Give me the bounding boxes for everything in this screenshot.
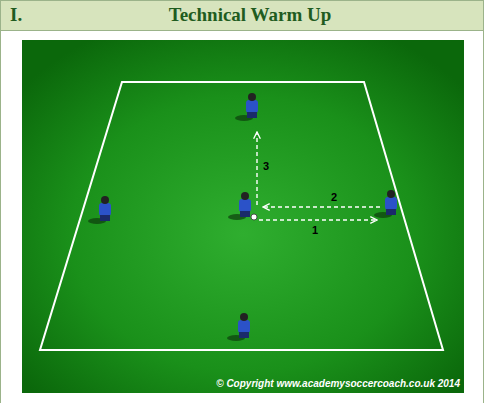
callout-number: 3 xyxy=(263,160,269,172)
pass-arrow xyxy=(263,206,380,207)
pass-arrow xyxy=(259,219,377,220)
section-number: I. xyxy=(10,4,22,26)
player xyxy=(374,190,397,218)
player xyxy=(228,192,257,220)
player xyxy=(88,196,111,224)
section-title: Technical Warm Up xyxy=(169,4,332,26)
player xyxy=(235,93,258,121)
callout-number: 2 xyxy=(331,191,337,203)
copyright-watermark: © Copyright www.academysoccercoach.co.uk… xyxy=(216,378,460,390)
header-band xyxy=(1,1,484,31)
grid-area xyxy=(40,82,443,350)
pitch xyxy=(22,40,464,393)
player xyxy=(227,313,250,341)
table-border xyxy=(483,31,484,403)
callout-number: 1 xyxy=(312,224,318,236)
table-border xyxy=(0,31,1,403)
pass-arrow xyxy=(256,132,257,205)
